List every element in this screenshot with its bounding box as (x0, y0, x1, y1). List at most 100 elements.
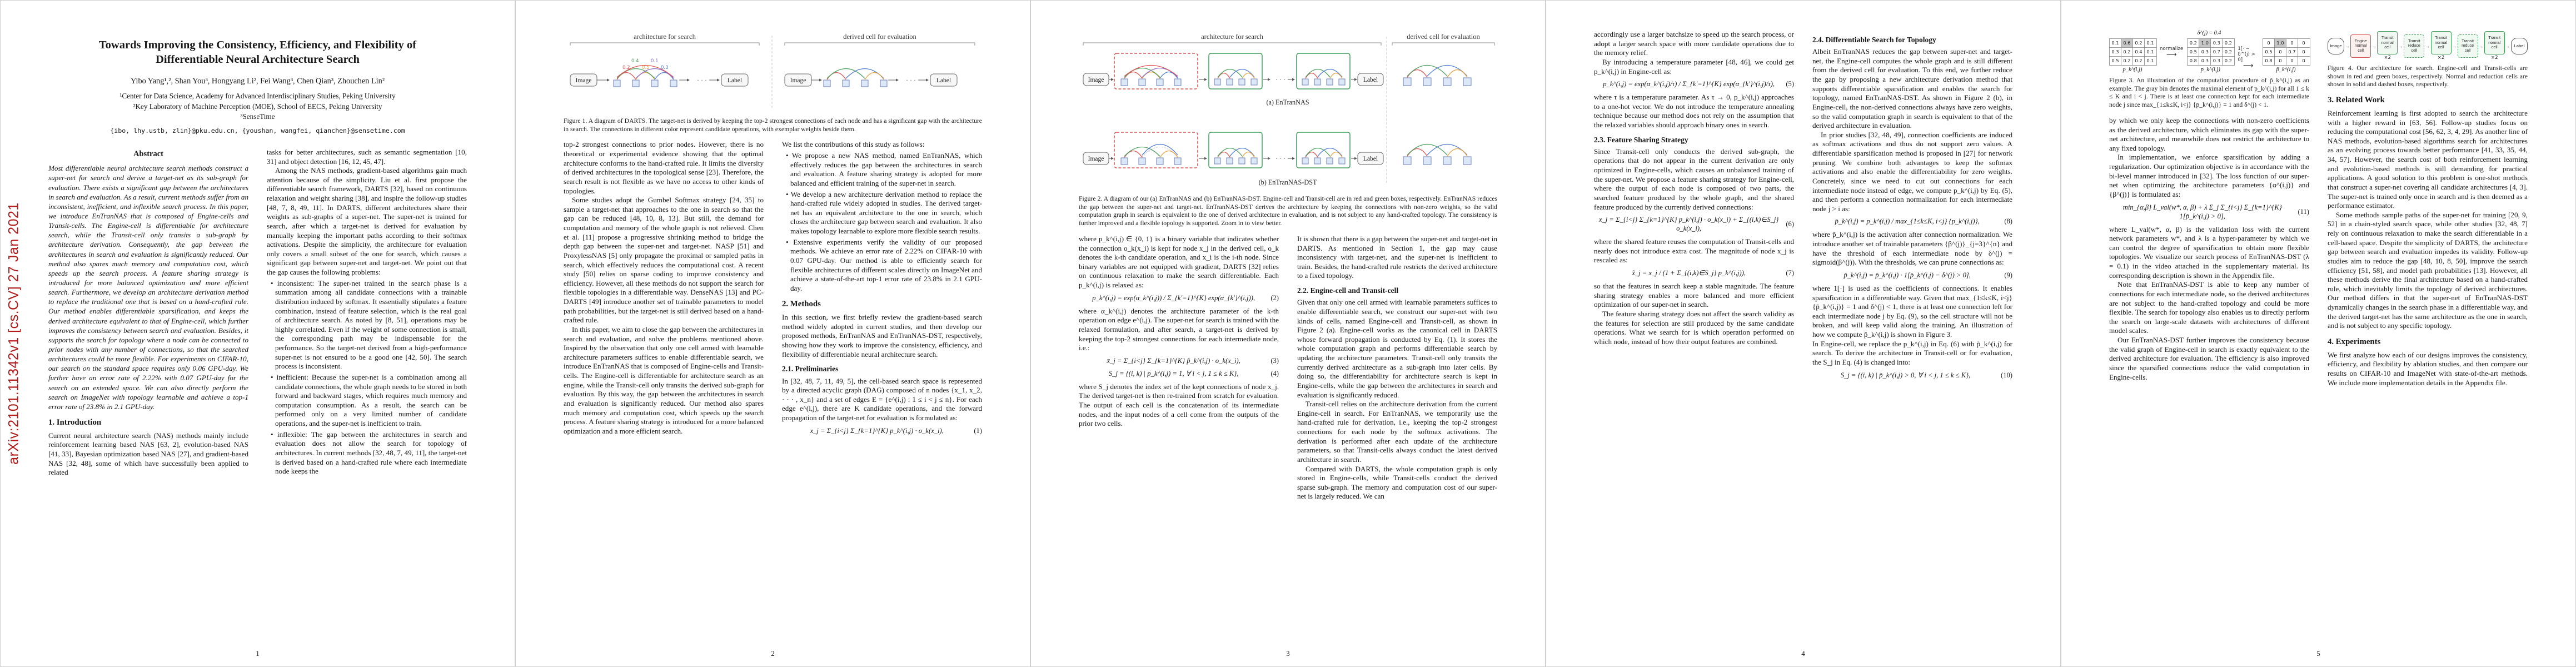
paragraph: We first analyze how each of our designs… (2328, 350, 2528, 387)
paragraph: By introducing a temperature parameter [… (1594, 57, 1794, 76)
paragraph: It is shown that there is a gap between … (1297, 234, 1497, 280)
paragraph: The feature sharing strategy does not af… (1594, 309, 1794, 346)
paragraph: Current neural architecture search (NAS)… (48, 431, 248, 477)
matrix-cell: 0.5 (2262, 47, 2275, 57)
flow-arrow-icon: → (2478, 43, 2484, 49)
matrix-cell: 0.1 (2144, 38, 2157, 48)
label-box-label: Label (728, 77, 742, 84)
page-4: accordingly use a larger batchsize to sp… (1546, 0, 2061, 667)
paragraph: In [32, 48, 7, 11, 49, 5], the cell-base… (782, 376, 982, 422)
equation: min_{α,β} L_val(w*, α, β) + λ Σ_j Σ_{i<j… (2109, 203, 2309, 221)
equation: S_j = {(i, k) | p̃_k^(i,j) > 0, ∀ i < j,… (1812, 371, 2012, 380)
paper-title: Towards Improving the Consistency, Effic… (98, 39, 417, 66)
engine-cell-box (1114, 53, 1198, 89)
equation-body: p_k^(i,j) = exp(α_k^(i,j)/τ) / Σ_{k'=1}^… (1603, 80, 1775, 88)
matrix-cell: 0 (2274, 56, 2287, 66)
cell-multiplier: ×2 (2437, 55, 2445, 61)
architecture-cell-engine: Engine normal cell (2350, 34, 2371, 58)
page-1-right-column: tasks for better architectures, such as … (267, 148, 467, 478)
paragraph: Note that EnTranNAS-DST is able to keep … (2109, 280, 2309, 335)
paragraph: Most differentiable neural architecture … (48, 164, 248, 411)
paragraph: where the shared feature reuses the comp… (1594, 237, 1794, 265)
figure2-row-entrannas: Image (1083, 53, 1472, 106)
label-box (721, 73, 749, 87)
affiliation-2: ²Key Laboratory of Machine Perception (M… (133, 102, 382, 111)
paragraph: We list the contributions of this study … (782, 140, 925, 149)
flow-arrow-icon: → (2345, 43, 2350, 49)
matrix-cell: 0 (2285, 56, 2299, 66)
equation-body: p̄_k^(i,j) = p_k^(i,j) / max_{1≤k≤K, i<j… (1835, 217, 1980, 226)
paragraph: where S_j denotes the index set of the k… (1079, 382, 1279, 428)
matrix-cell: 0.3 (2210, 56, 2223, 66)
paragraph: Reinforcement learning is first adopted … (2328, 108, 2528, 210)
matrix-cell: 0.2 (2120, 47, 2134, 57)
matrix-cell: 0.3 (2109, 47, 2122, 57)
arrow-right-icon: ⟶ (2243, 62, 2254, 70)
paragraph: Among the NAS methods, gradient-based al… (267, 166, 467, 277)
paragraph: where α_k^(i,j) denotes the architecture… (1079, 306, 1279, 352)
section-heading: 2. Methods (782, 300, 821, 309)
page-2-left-column: top-2 strongest connections to prior nod… (564, 140, 764, 439)
figure1-eval-header: derived cell for evaluation (843, 33, 916, 41)
figure1-search-header: architecture for search (634, 33, 696, 41)
matrix-cell: 0.7 (2285, 47, 2299, 57)
equation: x̂_j = x_j / (1 + Σ_{(i,k)∈S_j} p_k^(i,j… (1594, 269, 1794, 278)
matrix-cell: 0.1 (2144, 47, 2157, 57)
paragraph: tasks for better architectures, such as … (267, 147, 467, 166)
title-block: Towards Improving the Consistency, Effic… (48, 38, 467, 135)
matrix-cell: 0 (2297, 56, 2310, 66)
page-5-left-flow: by which we only keep the connections wi… (2109, 116, 2309, 382)
matrix-cell: 0.3 (2198, 56, 2211, 66)
edge-weight: 0.5 (642, 65, 650, 71)
matrix-cell: 0.1 (2144, 56, 2157, 66)
matrix-cell: 0.5 (2186, 47, 2200, 57)
page-3: architecture for search derived cell for… (1030, 0, 1546, 667)
paragraph: Transit-cell relies on the architecture … (1297, 400, 1497, 464)
figure2a-label: (a) EnTranNAS (1266, 98, 1309, 106)
page-number: 5 (2316, 649, 2320, 658)
figure-2: architecture for search derived cell for… (1079, 30, 1497, 228)
cell-box: Transit normal cell (2377, 31, 2398, 54)
kept-operation-edges (826, 68, 884, 80)
image-box-label: Image (790, 77, 806, 84)
affiliation-1: ¹Center for Data Science, Academy for Ad… (119, 92, 396, 101)
matrix-cell: 0 (2274, 47, 2287, 57)
matrix-cell: 0.2 (2221, 47, 2235, 57)
bullet-item: • We develop a new architecture derivati… (786, 190, 982, 236)
equation-number: (9) (2004, 271, 2012, 279)
bullet-item: • We propose a new NAS method, named EnT… (786, 151, 982, 187)
paragraph: top-2 strongest connections to prior nod… (564, 140, 764, 195)
paragraph: In this paper, we aim to close the gap b… (564, 325, 764, 435)
equation-number: (10) (2001, 371, 2012, 379)
figure1-caption: Figure 1. A diagram of DARTS. The target… (564, 117, 982, 133)
matrix-cell: 0.2 (2221, 56, 2235, 66)
page-3-columns: where p_k^(i,j) ∈ {0, 1} is a binary var… (1079, 235, 1497, 501)
equation-number: (11) (2298, 207, 2309, 216)
engine-cell-edges (1124, 65, 1178, 79)
page-4-columns: accordingly use a larger batchsize to sp… (1594, 30, 2012, 384)
equation-number: (3) (1270, 356, 1279, 365)
cell-box: Transit reduce cell (2404, 34, 2425, 58)
matrix-cell: 0.3 (2198, 47, 2211, 57)
cell-box: Transit reduce cell (2457, 34, 2478, 58)
matrix-p-label: p_k^(i,j) (2122, 67, 2142, 73)
figure2-caption: Figure 2. A diagram of our (a) EnTranNAS… (1079, 195, 1497, 227)
derived-cell-graph (1403, 143, 1472, 165)
page-5-right-column: Image→Engine normal cell→Transit normal … (2328, 30, 2528, 387)
page-number: 1 (256, 649, 260, 658)
matrix-cell: 0.4 (2132, 47, 2145, 57)
edge-weight: 0.2 (622, 65, 630, 71)
architecture-cell-reduce: Transit reduce cell (2457, 34, 2478, 58)
equation-body: p̃_k^(i,j) = p̄_k^(i,j) · 1[p̄_k^(i,j) −… (1843, 271, 1971, 279)
matrix-cell: 0.6 (2120, 38, 2134, 48)
ellipsis: · · · (1275, 155, 1285, 162)
paragraph: In implementation, we enforce sparsifica… (2109, 153, 2309, 198)
cell-multiplier: ×2 (2384, 55, 2391, 61)
affiliation-3: ³SenseTime (240, 112, 275, 121)
